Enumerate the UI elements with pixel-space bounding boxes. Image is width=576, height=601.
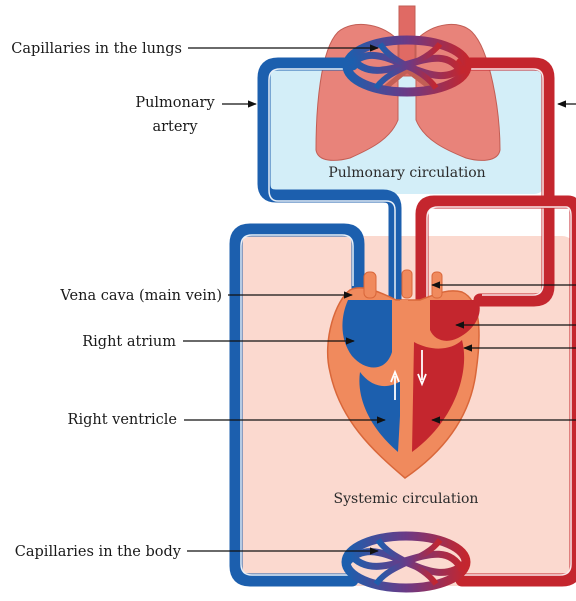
label-capillaries-body: Capillaries in the body xyxy=(15,544,182,560)
label-pulmonary-artery-line1: Pulmonary xyxy=(135,95,215,111)
pulmonary-circulation-title: Pulmonary circulation xyxy=(328,165,485,181)
systemic-circulation-title: Systemic circulation xyxy=(334,491,479,507)
label-pulmonary-artery-line2: artery xyxy=(152,119,198,135)
label-vena-cava: Vena cava (main vein) xyxy=(59,288,222,304)
label-right-atrium: Right atrium xyxy=(82,334,176,350)
label-right-ventricle: Right ventricle xyxy=(68,412,177,428)
label-capillaries-lungs: Capillaries in the lungs xyxy=(11,41,182,57)
